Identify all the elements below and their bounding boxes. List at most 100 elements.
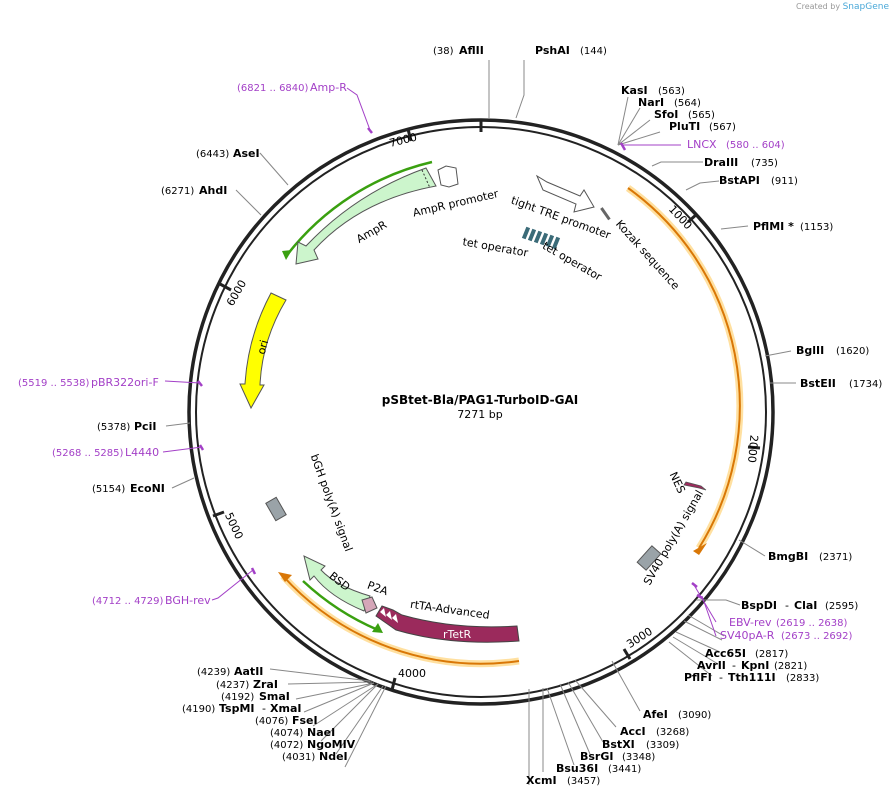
- feature-arc-bottom: [282, 575, 520, 665]
- ampr-promoter-label: AmpR promoter: [412, 187, 501, 219]
- site-name-bsu36i: Bsu36I: [556, 762, 598, 775]
- site-pos-afei: (3090): [678, 710, 711, 721]
- site-dash-bspdi: -: [785, 599, 789, 612]
- site-pos-aflii: (38): [433, 46, 454, 57]
- site-name-draiii: DraIII: [704, 156, 738, 169]
- kozak-mark: [600, 207, 611, 221]
- site-name-kasi: KasI: [621, 84, 648, 97]
- tick-label-4000: 4000: [398, 667, 426, 680]
- ori-arrow: [239, 292, 287, 410]
- site-pos-xcmi: (3457): [567, 776, 600, 787]
- bsd-green-arc-head: [372, 623, 383, 633]
- primer-ticks: [197, 127, 703, 600]
- tick-3000: [622, 648, 632, 660]
- site-name-acc65i: Acc65I: [705, 647, 746, 660]
- site-pos-tspmi: (4190): [182, 704, 215, 715]
- site-name-smai: SmaI: [259, 690, 290, 703]
- tick-1000: [687, 212, 698, 224]
- site-pos-draiii: (735): [751, 158, 778, 169]
- ampr-green-arc: [286, 160, 433, 256]
- site-pos-bspdi: (2595): [825, 601, 858, 612]
- bsd-arrow: [303, 555, 371, 612]
- site-name-zrai: ZraI: [253, 678, 278, 691]
- site-name-pflmi: PflMI *: [753, 220, 794, 233]
- tick-6000: [219, 282, 232, 292]
- site-dash-pflfi: -: [719, 671, 723, 684]
- site-pos-pflfi: (2833): [786, 673, 819, 684]
- site-pos-nari: (564): [674, 98, 701, 109]
- site-pos-bmgbi: (2371): [819, 552, 852, 563]
- site-pos-pcii: (5378): [97, 422, 130, 433]
- site-pos-zrai: (4237): [216, 680, 249, 691]
- site-pos-avrii: (2821): [774, 661, 807, 672]
- site-name-clai: ClaI: [794, 599, 817, 612]
- site-name-bspdi: BspDI: [741, 599, 777, 612]
- p2a-box: [361, 596, 378, 614]
- site-name-bsteii: BstEII: [800, 377, 836, 390]
- site-name-nari: NarI: [638, 96, 664, 109]
- site-name-kpni: KpnI: [741, 659, 769, 672]
- tick-label-2000: 2000: [745, 434, 760, 463]
- primer-pos-lncx: (580 .. 604): [726, 140, 785, 151]
- primer-name-ebv-rev: EBV-rev: [729, 616, 772, 629]
- site-pos-sfoi: (565): [688, 110, 715, 121]
- plasmid-size: 7271 bp: [457, 408, 502, 421]
- primer-name-sv40pa-r: SV40pA-R: [720, 629, 775, 642]
- site-name-aatii: AatII: [234, 665, 263, 678]
- primer-name-amp-r: Amp-R: [310, 81, 347, 94]
- primer-pos-amp-r: (6821 .. 6840): [237, 83, 309, 94]
- primer-name-bgh-rev: BGH-rev: [165, 594, 211, 607]
- site-name-bstxi: BstXI: [602, 738, 635, 751]
- site-pos-smai: (4192): [221, 692, 254, 703]
- site-name-fsei: FseI: [292, 714, 318, 727]
- tick-2000: [747, 445, 761, 450]
- site-pos-naei: (4074): [270, 728, 303, 739]
- site-name-pluti: PluTI: [669, 120, 700, 133]
- site-pos-ndei: (4031): [282, 752, 315, 763]
- site-pos-ngomiv: (4072): [270, 740, 303, 751]
- sv40-polya-box: [636, 545, 662, 571]
- ampr-label: AmpR: [354, 218, 389, 246]
- ampr-promoter-arrow: [437, 165, 459, 188]
- ampr-promoter-boundary: [421, 169, 431, 189]
- site-name-pflfi: PflFI: [684, 671, 712, 684]
- site-dash-tspmi: -: [262, 702, 266, 715]
- feature-arc-top-right: [627, 187, 741, 549]
- bgh-polya-box: [265, 496, 287, 522]
- site-name-ndei: NdeI: [319, 750, 348, 763]
- primer-marks: [162, 87, 717, 637]
- rtetr-label: rTetR: [443, 628, 471, 641]
- backbone-ticks: [212, 120, 761, 691]
- site-name-xcmi: XcmI: [526, 774, 557, 787]
- site-name-aflii: AflII: [459, 44, 484, 57]
- snapgene-credit: Created by SnapGene: [796, 2, 889, 12]
- primer-pos-sv40pa-r: (2673 .. 2692): [781, 631, 853, 642]
- site-pos-bstxi: (3309): [646, 740, 679, 751]
- tight-tre-promoter-arrow: [535, 174, 595, 213]
- tet-operator-label-1: tet operator: [462, 235, 530, 259]
- sv40-polya-label: SV40 poly(A) signal: [641, 488, 706, 588]
- feature-arc-top-right-head: [693, 543, 707, 555]
- tick-label-3000: 3000: [624, 625, 655, 651]
- primer-name-lncx: LNCX: [687, 138, 717, 151]
- tick-5000: [212, 510, 225, 518]
- site-name-asei: AseI: [233, 147, 260, 160]
- primer-name-pbr322ori-f: pBR322ori-F: [91, 376, 159, 389]
- site-pos-pshai: (144): [580, 46, 607, 57]
- ampr-green-arc-head: [282, 250, 292, 260]
- site-name-pshai: PshAI: [535, 44, 570, 57]
- site-pos-asei: (6443): [196, 149, 229, 160]
- bgh-polya-label: bGH poly(A) signal: [308, 452, 355, 553]
- site-name-bmgbi: BmgBI: [768, 550, 808, 563]
- nes-label: NES: [667, 470, 688, 496]
- site-name-avrii: AvrII: [697, 659, 726, 672]
- site-name-econi: EcoNI: [130, 482, 165, 495]
- site-pos-bglii: (1620): [836, 346, 869, 357]
- site-name-bsrgi: BsrGI: [580, 750, 613, 763]
- site-pos-fsei: (4076): [255, 716, 288, 727]
- site-pos-econi: (5154): [92, 484, 125, 495]
- site-name-ngomiv: NgoMIV: [307, 738, 356, 751]
- tick-7000: [406, 128, 413, 142]
- site-name-afei: AfeI: [643, 708, 668, 721]
